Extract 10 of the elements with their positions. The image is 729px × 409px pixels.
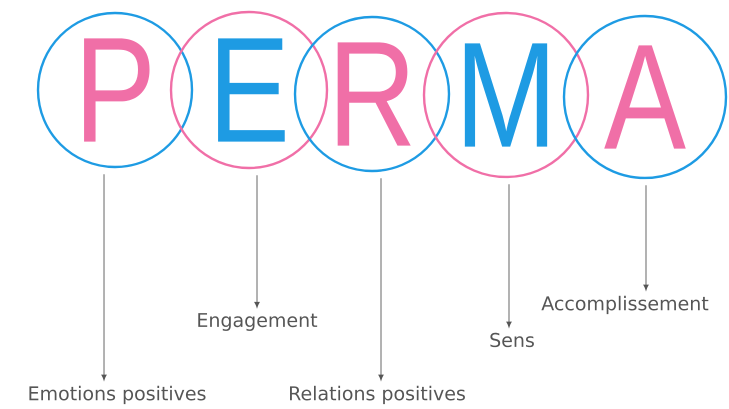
label-text: Emotions positives	[29, 386, 206, 404]
label-text: Sens	[490, 332, 534, 348]
arrow	[378, 178, 384, 380]
arrow	[643, 184, 649, 290]
arrow	[506, 184, 512, 328]
label-text: Accomplissement	[541, 296, 708, 314]
arrow	[254, 174, 260, 308]
label-text: Engagement	[198, 313, 318, 331]
arrow	[101, 174, 107, 380]
label-text: Relations positives	[290, 386, 465, 404]
